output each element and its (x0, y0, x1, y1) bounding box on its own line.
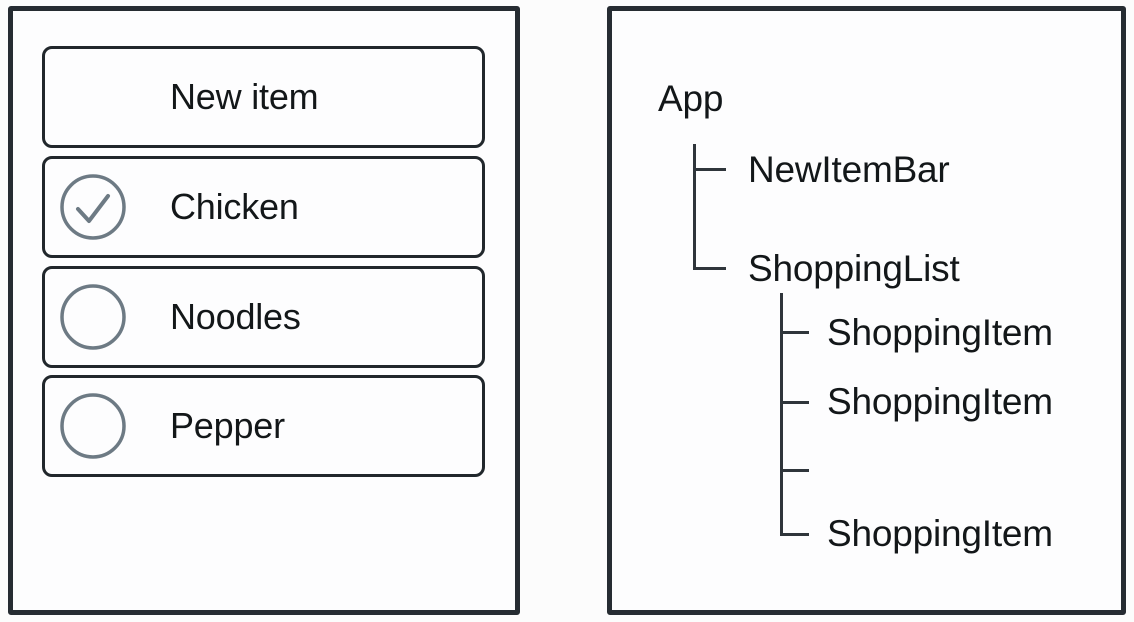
tree-connector-line (693, 144, 696, 270)
checkbox-unchecked-icon[interactable] (59, 392, 127, 460)
tree-node-app: App (658, 78, 724, 119)
item-label: Pepper (170, 405, 285, 446)
shopping-item-row-noodles[interactable]: Noodles (42, 266, 485, 368)
tree-branch-line (780, 469, 809, 472)
tree-node-newitembar: NewItemBar (748, 149, 950, 190)
new-item-bar[interactable]: New item (42, 46, 485, 148)
tree-node-shoppingitem: ShoppingItem (827, 513, 1053, 554)
tree-branch-line (780, 401, 809, 404)
tree-branch-line (780, 533, 809, 536)
component-tree-panel: App NewItemBar ShoppingList ShoppingItem… (607, 6, 1126, 615)
shopping-item-row-pepper[interactable]: Pepper (42, 375, 485, 477)
shopping-item-row-chicken[interactable]: Chicken (42, 156, 485, 258)
tree-node-shoppingitem: ShoppingItem (827, 381, 1053, 422)
checkbox-checked-icon[interactable] (59, 173, 127, 241)
checkbox-unchecked-icon[interactable] (59, 283, 127, 351)
app-mockup-panel: New item Chicken Noodles Pepper (8, 6, 520, 615)
new-item-label: New item (170, 76, 319, 117)
tree-branch-line (693, 168, 726, 171)
item-label: Chicken (170, 186, 299, 227)
tree-branch-line (693, 267, 726, 270)
tree-connector-line (780, 293, 783, 536)
item-label: Noodles (170, 296, 301, 337)
tree-node-shoppingitem: ShoppingItem (827, 312, 1053, 353)
tree-branch-line (780, 331, 809, 334)
tree-node-shoppinglist: ShoppingList (748, 248, 960, 289)
